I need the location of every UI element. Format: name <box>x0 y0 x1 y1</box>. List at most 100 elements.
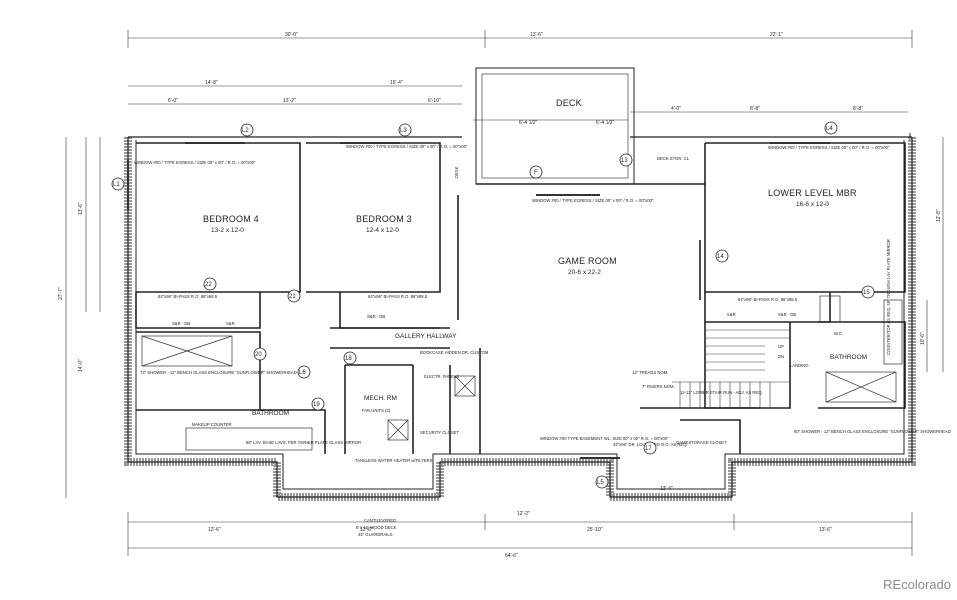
note-window-bed4: WINDOW #00 / TYPE EGRESS / SIZE 00" x 00… <box>134 160 256 165</box>
landing-label: LANDING <box>790 363 809 368</box>
note-risers: 7" RISERS NOM. <box>642 384 675 389</box>
detail-tag-13: 13 <box>619 153 633 167</box>
dim-right-c: 8'-8" <box>853 106 863 112</box>
note-sr-right: S&R <box>727 312 736 317</box>
shower-right <box>825 371 897 403</box>
svg-text:19: 19 <box>313 402 320 408</box>
note-sr-db-left: S&R - DB <box>172 321 190 326</box>
dim-third-c: 6'-10" <box>428 98 441 104</box>
note-counter-lav: COUNTER/TOP AS REQ. 48" TROUGH LAV PLATE… <box>886 239 891 355</box>
note-shower-left: 72" SHOWER - 12" BENCH GLASS ENCLOSURE "… <box>140 370 297 375</box>
note-treads: 12" TREADS NOM. <box>632 370 668 375</box>
game-room-name: GAME ROOM <box>558 256 617 266</box>
vanity-left <box>185 427 313 451</box>
svg-text:22: 22 <box>205 282 212 288</box>
dim-left-a: 13'-6" <box>78 202 84 215</box>
note-makeup: MAKEUP COUNTER <box>192 422 231 427</box>
svg-text:17: 17 <box>645 446 652 452</box>
mbr-size: 16-6 x 12-0 <box>796 201 829 208</box>
svg-text:L6: L6 <box>299 370 306 376</box>
dim-top-mid: 13'-6" <box>530 32 543 38</box>
exterior-walls <box>124 133 916 501</box>
note-window-mbr: WINDOW #00 / TYPE EGRESS / SIZE 00" x 00… <box>768 145 890 150</box>
note-stair-run: 12-12" LOWER STAIR RUN - ADJ. AS REQ. <box>680 390 763 395</box>
svg-text:F: F <box>534 170 538 176</box>
shower-left <box>141 335 233 367</box>
svg-text:L1: L1 <box>113 182 120 188</box>
note-desk: DESK <box>454 166 459 178</box>
detail-tag-18: 18 <box>343 351 357 365</box>
svg-text:13: 13 <box>621 158 628 164</box>
security-closet-label: SECURITY CLOSET <box>420 430 459 435</box>
dim-bottom-c: 25'-10" <box>587 527 603 533</box>
detail-tag-14: 14 <box>715 249 729 263</box>
deck-caption-1: CANTILEVERED <box>364 518 396 523</box>
bedroom4-size: 13-2 x 12-0 <box>211 227 244 234</box>
note-up: UP <box>778 344 784 349</box>
note-shower-right: 60" SHOWER - 12" BENCH GLASS ENCLOSURE "… <box>794 429 951 434</box>
note-bipass-left: 84"x96" BI-PASS R.O. 86"x98.5 <box>158 294 218 299</box>
bathroom-right-label: BATHROOM <box>830 354 867 361</box>
dim-left-b: 14'-0" <box>78 359 84 372</box>
note-sr-db-mid: S&R - DB <box>367 314 385 319</box>
dim-right-overall: 12'-8" <box>936 209 942 222</box>
dim-second-b: 15'-4" <box>390 80 403 86</box>
note-window-basement: WINDOW #00 TYPE BASEMENT WL. SIZE 00" x … <box>540 436 669 441</box>
window-symbols <box>127 142 830 459</box>
deck-caption-2: 6' x 12' WOOD DECK <box>356 525 397 530</box>
svg-text:L5: L5 <box>597 480 604 486</box>
dim-right-b: 8'-8" <box>750 106 760 112</box>
svg-text:18: 18 <box>345 356 352 362</box>
note-sr-db-right: S&R - DB <box>778 312 796 317</box>
dimension-lines <box>65 30 944 556</box>
note-window-game: WINDOW #00 / TYPE EGRESS / SIZE 00" x 00… <box>532 198 654 203</box>
game-room-size: 20-6 x 22-2 <box>568 269 601 276</box>
deck-stor-label: DECK STOR. CL <box>657 156 690 161</box>
note-wc: W.C. <box>834 331 843 336</box>
dim-bottom-a: 12'-6" <box>208 527 221 533</box>
note-bipass-mid: 84"x96" BI-PASS R.O. 86"x98.5 <box>368 294 428 299</box>
note-dn: DN <box>778 354 784 359</box>
svg-text:15: 15 <box>863 290 870 296</box>
detail-tag-21: 21 <box>287 289 301 303</box>
deck-outline <box>475 67 635 185</box>
svg-text:14: 14 <box>717 254 724 260</box>
dim-top-right: 22'-1" <box>770 32 783 38</box>
dim-bottom-e: 12'-2" <box>517 511 530 517</box>
svg-text:L3: L3 <box>400 128 407 134</box>
dim-deck-left: 6'-4 1/2" <box>519 120 538 126</box>
dim-bottom-overall: 64'-6" <box>505 553 518 559</box>
dim-third-a: 6'-0" <box>168 98 178 104</box>
gallery-hallway-label: GALLERY HALLWAY <box>395 333 457 340</box>
note-fan-units: FAN UNITS (3) <box>362 408 391 413</box>
detail-tag-22: 22 <box>203 277 217 291</box>
note-bipass-right: 84"x96" BI-PASS R.O. 86"x98.5 <box>738 297 798 302</box>
recolorado-watermark: REcolorado <box>883 577 951 592</box>
note-electr: ELECTR. PANELS <box>424 374 459 379</box>
bedroom3-name: BEDROOM 3 <box>356 214 412 224</box>
window-tag-l2: L2 <box>240 123 254 137</box>
mech-equipment <box>387 375 476 441</box>
mech-rm-label: MECH. RM <box>364 395 397 402</box>
deck-label: DECK <box>556 98 582 108</box>
detail-tag-17: 17 <box>643 441 657 455</box>
detail-tag-f: F <box>529 165 543 179</box>
window-tag-l4: L4 <box>824 121 838 135</box>
note-window-bed3: WINDOW #00 / TYPE EGRESS / SIZE 00" x 00… <box>346 144 468 149</box>
dim-bottom-b: 12'-6" <box>360 527 373 533</box>
window-tag-l6: L6 <box>297 365 311 379</box>
bathroom-left-label: BATHROOM <box>252 410 289 417</box>
gamestorage-label: GAMESTORAGE CLOSET <box>676 440 727 445</box>
detail-tag-19: 19 <box>311 397 325 411</box>
dim-bottom-d: 13'-6" <box>819 527 832 533</box>
detail-tag-15: 15 <box>861 285 875 299</box>
window-tag-l5: L5 <box>595 475 609 489</box>
interior-walls <box>135 142 906 454</box>
note-tankless: TANKLESS WATER HEATER w/FILTERS <box>355 458 433 463</box>
note-lav-base: 88" LAV. BASE LAVS. PER OWNER PLATE GLAS… <box>246 440 361 445</box>
svg-text:20: 20 <box>255 352 262 358</box>
dim-deck-right: 6'-4 1/2" <box>596 120 615 126</box>
dim-second-a: 14'-8" <box>205 80 218 86</box>
window-tag-l1: L1 <box>111 177 125 191</box>
